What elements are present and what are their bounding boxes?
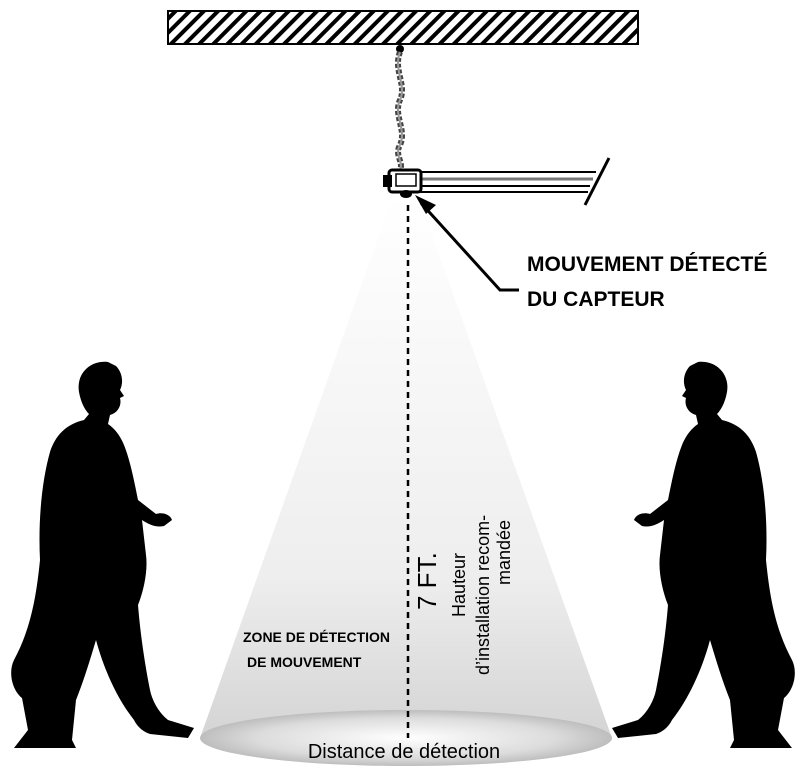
ceiling-hatch-icon bbox=[167, 10, 639, 45]
detection-cone bbox=[200, 196, 612, 738]
motion-sensor-icon bbox=[383, 168, 423, 198]
zone-label-2: DE MOUVEMENT bbox=[247, 654, 362, 670]
height-caption-1: Hauteur bbox=[449, 553, 469, 617]
walking-person-right-icon bbox=[612, 361, 795, 748]
sensor-callout-arrow bbox=[415, 195, 519, 292]
sensor-callout-text-2: DU CAPTEUR bbox=[527, 288, 665, 311]
walking-person-left-icon bbox=[11, 361, 194, 748]
height-caption-3: mandée bbox=[494, 520, 514, 585]
chain-icon bbox=[395, 45, 405, 172]
height-value: 7 FT. bbox=[412, 552, 442, 610]
detection-ellipse bbox=[200, 710, 612, 766]
wall-bracket-icon bbox=[420, 157, 611, 206]
distance-label: Distance de détection bbox=[308, 741, 500, 763]
height-caption-2: d’installation recom- bbox=[473, 515, 493, 675]
zone-label-1: ZONE DE DÉTECTION bbox=[243, 629, 390, 645]
sensor-callout-text-1: MOUVEMENT DÉTECTÉ bbox=[527, 253, 767, 276]
